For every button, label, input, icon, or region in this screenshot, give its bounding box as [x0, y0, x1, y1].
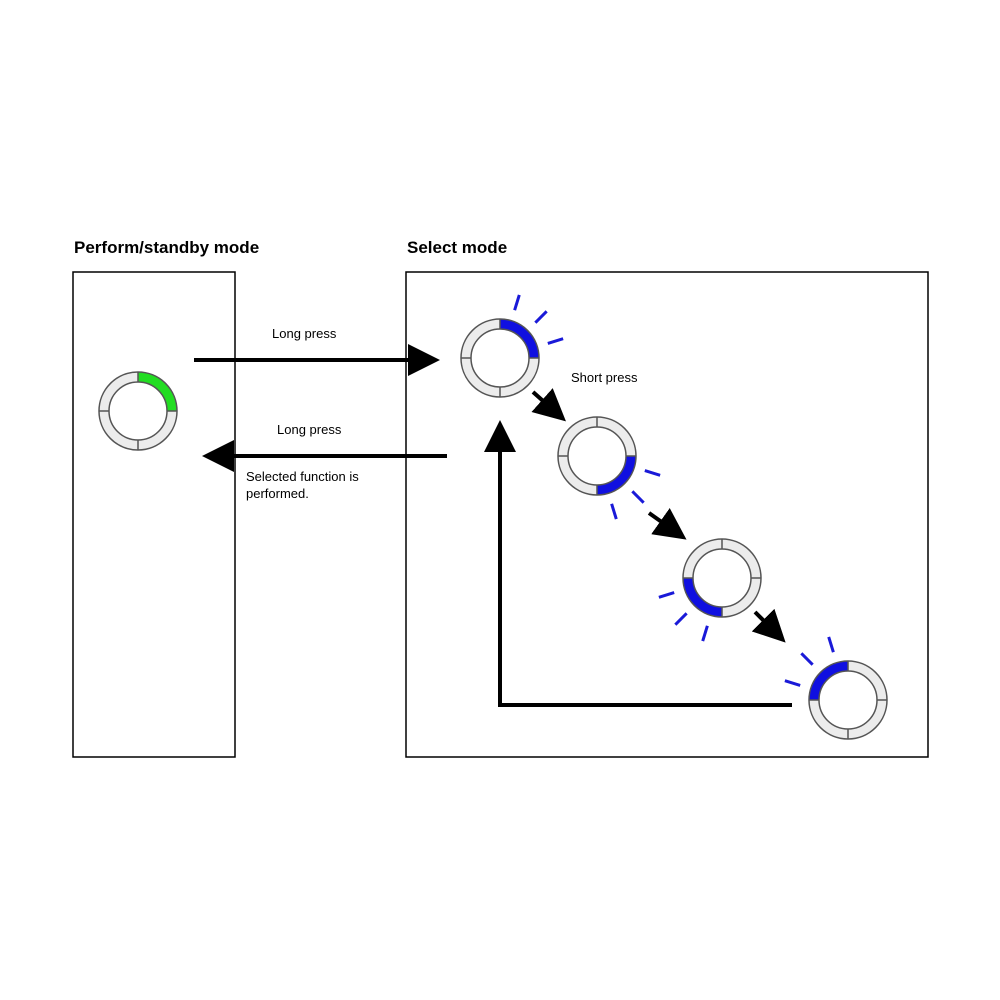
- active-segment: [809, 661, 849, 701]
- short-press-arrow-1: [531, 388, 566, 422]
- select-mode-panel: [405, 271, 929, 758]
- active-segment: [596, 455, 636, 495]
- active-segment: [499, 319, 539, 359]
- select-ring-icon-1: [460, 294, 564, 398]
- long-press-to-select-label: Long press: [272, 326, 337, 341]
- long-press-to-perform-label: Long press: [277, 422, 342, 437]
- blink-rays-icon: [658, 591, 709, 642]
- blink-rays-icon: [610, 469, 661, 520]
- select-mode-heading: Select mode: [407, 238, 508, 257]
- selected-function-line2: performed.: [246, 486, 309, 501]
- blink-rays-icon: [513, 294, 564, 345]
- selected-function-line1: Selected function is: [246, 469, 359, 484]
- short-press-arrow-3: [751, 608, 786, 643]
- active-segment: [683, 577, 723, 617]
- selected-function-performed-label: Selected function is performed.: [246, 468, 359, 502]
- select-ring-icon-2: [557, 416, 661, 520]
- standby-ring-icon: [98, 371, 178, 451]
- perform-standby-mode-heading: Perform/standby mode: [74, 238, 260, 257]
- return-to-first-function-arrow: [484, 420, 792, 707]
- select-ring-icon-4: [784, 636, 888, 740]
- active-segment: [137, 372, 177, 412]
- select-ring-icon-3: [658, 538, 762, 642]
- blink-rays-icon: [784, 636, 835, 687]
- perform-standby-panel: [72, 271, 236, 758]
- short-press-arrow-2: [647, 508, 687, 540]
- short-press-label: Short press: [571, 370, 638, 385]
